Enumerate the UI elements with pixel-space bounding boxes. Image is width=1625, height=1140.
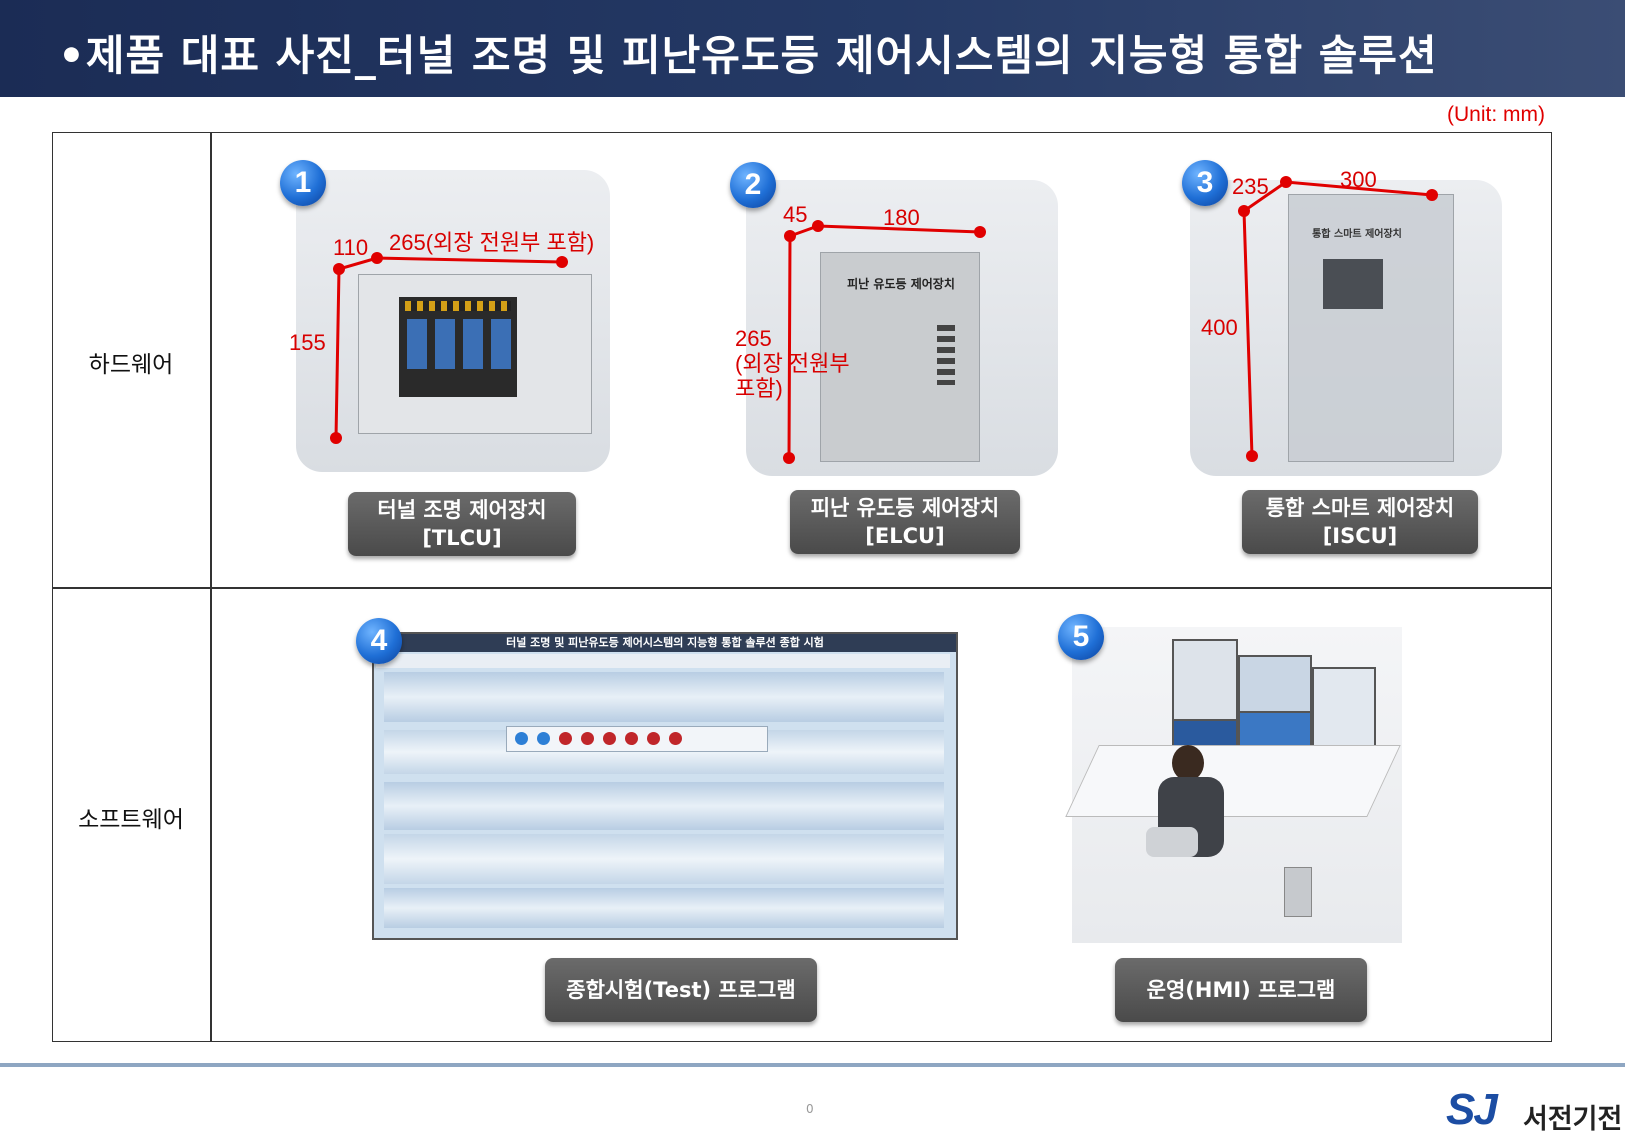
caption-iscu-name: 통합 스마트 제어장치 <box>1265 496 1455 520</box>
dim-iscu-width: 300 <box>1340 167 1377 192</box>
caption-iscu-code: [ISCU] <box>1322 524 1398 548</box>
dim-elcu-depth: 45 <box>783 202 808 227</box>
elcu-device-label: 피난 유도등 제어장치 <box>847 277 955 291</box>
dim-tlcu-width: 265(외장 전원부 포함) <box>389 230 595 255</box>
company-logo-mark: SJ <box>1446 1085 1498 1134</box>
unit-note: (Unit: mm) <box>1447 103 1545 126</box>
title-bar: •제품 대표 사진_터널 조명 및 피난유도등 제어시스템의 지능형 통합 솔루… <box>0 0 1625 97</box>
dim-elcu-height-value: 265 <box>735 326 772 351</box>
iscu-display <box>1323 259 1383 309</box>
table-row-divider <box>52 587 1552 589</box>
test-program-toolbar <box>376 654 950 668</box>
caption-test-program: 종합시험(Test) 프로그램 <box>545 958 817 1022</box>
caption-hmi-program: 운영(HMI) 프로그램 <box>1115 958 1367 1022</box>
tlcu-enclosure <box>358 274 592 434</box>
test-program-title: 터널 조명 및 피난유도등 제어시스템의 지능형 통합 솔루션 종합 시험 <box>374 634 956 652</box>
row-label-hardware: 하드웨어 <box>88 352 174 378</box>
tlcu-breakers <box>399 297 517 397</box>
page-number: 0 <box>806 1102 814 1116</box>
dim-elcu-height-note2: 포함) <box>735 376 783 401</box>
dim-elcu-height-note1: (외장 전원부 <box>735 351 850 376</box>
badge-5: 5 <box>1058 614 1104 660</box>
row-label-software: 소프트웨어 <box>78 807 184 833</box>
hmi-illustration <box>1065 627 1402 943</box>
page-title: •제품 대표 사진_터널 조명 및 피난유도등 제어시스템의 지능형 통합 솔루… <box>58 31 1438 80</box>
company-name: 서전기전 <box>1523 1104 1623 1135</box>
badge-2: 2 <box>730 162 776 208</box>
test-program-indicators <box>506 726 768 752</box>
dim-iscu-depth: 235 <box>1232 174 1269 199</box>
caption-elcu: 피난 유도등 제어장치 [ELCU] <box>790 490 1020 554</box>
dim-elcu-height: 265 (외장 전원부 포함) <box>735 326 850 401</box>
caption-tlcu: 터널 조명 제어장치 [TLCU] <box>348 492 576 556</box>
badge-4: 4 <box>356 618 402 664</box>
tlcu-photo <box>296 170 610 472</box>
caption-hmi-program-text: 운영(HMI) 프로그램 <box>1146 978 1336 1002</box>
caption-test-program-text: 종합시험(Test) 프로그램 <box>566 978 796 1002</box>
caption-tlcu-name: 터널 조명 제어장치 <box>377 498 547 522</box>
dim-elcu-width: 180 <box>883 205 920 230</box>
dim-tlcu-height: 155 <box>289 330 326 355</box>
dim-iscu-height: 400 <box>1201 315 1238 340</box>
caption-elcu-code: [ELCU] <box>865 524 945 548</box>
caption-elcu-name: 피난 유도등 제어장치 <box>810 496 1000 520</box>
test-program-screenshot: 터널 조명 및 피난유도등 제어시스템의 지능형 통합 솔루션 종합 시험 <box>372 632 958 940</box>
footer-divider <box>0 1063 1625 1067</box>
iscu-enclosure: 통합 스마트 제어장치 <box>1288 194 1454 462</box>
caption-iscu: 통합 스마트 제어장치 [ISCU] <box>1242 490 1478 554</box>
badge-3: 3 <box>1182 160 1228 206</box>
iscu-device-label: 통합 스마트 제어장치 <box>1312 229 1402 240</box>
badge-1: 1 <box>280 160 326 206</box>
dim-tlcu-depth: 110 <box>333 235 369 260</box>
caption-tlcu-code: [TLCU] <box>422 526 502 550</box>
